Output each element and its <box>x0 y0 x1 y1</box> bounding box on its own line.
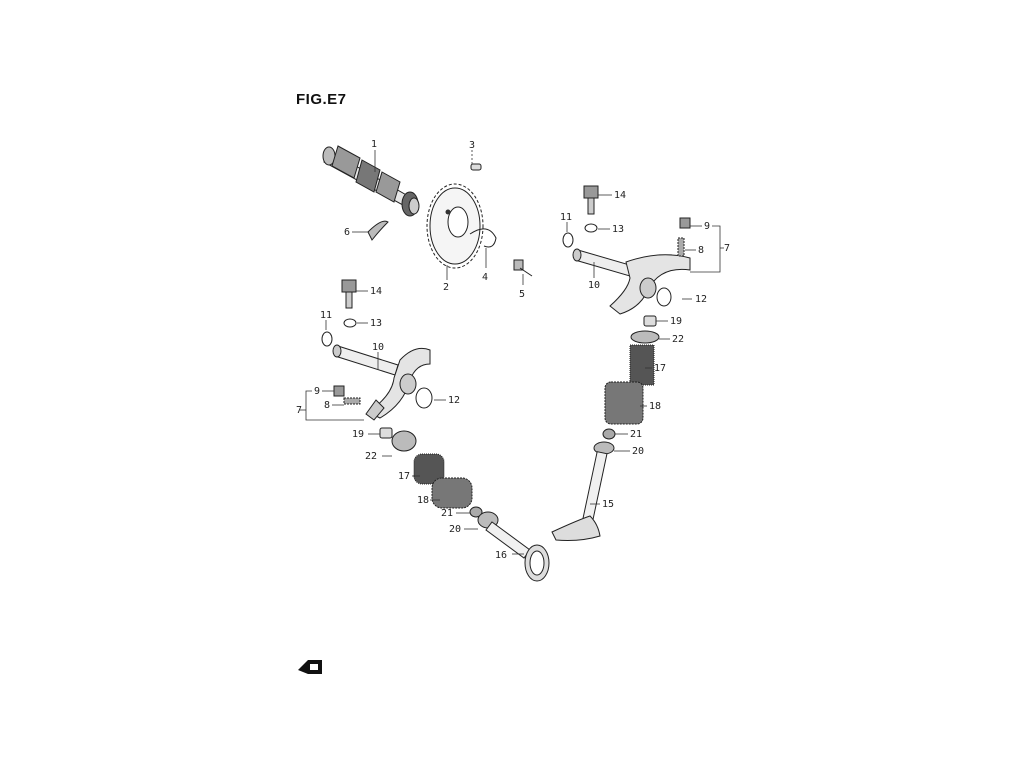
rocker-shaft-right <box>572 248 641 279</box>
callout-7-left: 7 <box>296 405 302 416</box>
callout-2: 2 <box>443 282 449 293</box>
callout-19-right: 19 <box>670 316 682 327</box>
callout-4: 4 <box>482 272 488 283</box>
inner-spring-right <box>629 344 655 386</box>
callout-13-left: 13 <box>370 318 382 329</box>
washer-right <box>584 223 598 233</box>
valve-cap-left <box>379 427 393 439</box>
cotter-right <box>602 428 616 440</box>
callout-3: 3 <box>469 140 475 151</box>
callout-18-right: 18 <box>649 401 661 412</box>
o-ring-left <box>321 331 333 347</box>
callout-8-left: 8 <box>324 400 330 411</box>
thrust-washer-left <box>415 387 433 409</box>
thrust-washer-right <box>656 287 672 307</box>
callout-5: 5 <box>519 289 525 300</box>
callout-11-left: 11 <box>320 310 332 321</box>
decompressor-weight <box>469 228 497 248</box>
intake-valve <box>485 521 550 582</box>
callout-20-left: 20 <box>449 524 461 535</box>
callout-22-right: 22 <box>672 334 684 345</box>
outer-spring-left <box>431 477 473 509</box>
camshaft <box>322 145 420 217</box>
callout-20-right: 20 <box>632 446 644 457</box>
rocker-arm-left <box>365 347 431 421</box>
sprocket-bolt <box>513 259 533 277</box>
callout-9-left: 9 <box>314 386 320 397</box>
spring-retainer-left <box>391 430 417 452</box>
dowel-pin <box>470 163 482 171</box>
callout-12-left: 12 <box>448 395 460 406</box>
callout-15: 15 <box>602 499 614 510</box>
rocker-shaft-left <box>332 344 399 376</box>
retaining-clip <box>367 220 389 241</box>
callout-10-left: 10 <box>372 342 384 353</box>
rocker-bolt-right <box>583 185 599 215</box>
callout-11-right: 11 <box>560 212 572 223</box>
rocker-arm-right <box>609 254 691 315</box>
valve-cap-right <box>643 315 657 327</box>
front-direction-arrow-icon <box>298 660 322 674</box>
callout-7-right: 7 <box>724 243 730 254</box>
callout-14-left: 14 <box>370 286 382 297</box>
callout-10-right: 10 <box>588 280 600 291</box>
callout-19-left: 19 <box>352 429 364 440</box>
callout-13-right: 13 <box>612 224 624 235</box>
adjuster-right <box>677 217 691 257</box>
callout-9-right: 9 <box>704 221 710 232</box>
callout-1: 1 <box>371 139 377 150</box>
cam-sprocket <box>426 183 484 269</box>
callout-8-right: 8 <box>698 245 704 256</box>
cotter-left <box>469 506 483 518</box>
callout-18-left: 18 <box>417 495 429 506</box>
rocker-bolt-left <box>341 279 357 309</box>
callout-14-right: 14 <box>614 190 626 201</box>
adjuster-left <box>333 385 361 405</box>
callout-17-left: 17 <box>398 471 410 482</box>
exhaust-valve <box>551 451 608 541</box>
callout-12-right: 12 <box>695 294 707 305</box>
spring-retainer-right <box>630 330 660 344</box>
callout-21-right: 21 <box>630 429 642 440</box>
washer-left <box>343 318 357 328</box>
callout-6: 6 <box>344 227 350 238</box>
inner-spring-left <box>413 453 445 485</box>
callout-21-left: 21 <box>441 508 453 519</box>
outer-spring-right <box>604 381 644 425</box>
callout-16: 16 <box>495 550 507 561</box>
o-ring-right <box>562 232 574 248</box>
callout-17-right: 17 <box>654 363 666 374</box>
callout-22-left: 22 <box>365 451 377 462</box>
figure-title: FIG.E7 <box>296 91 347 108</box>
